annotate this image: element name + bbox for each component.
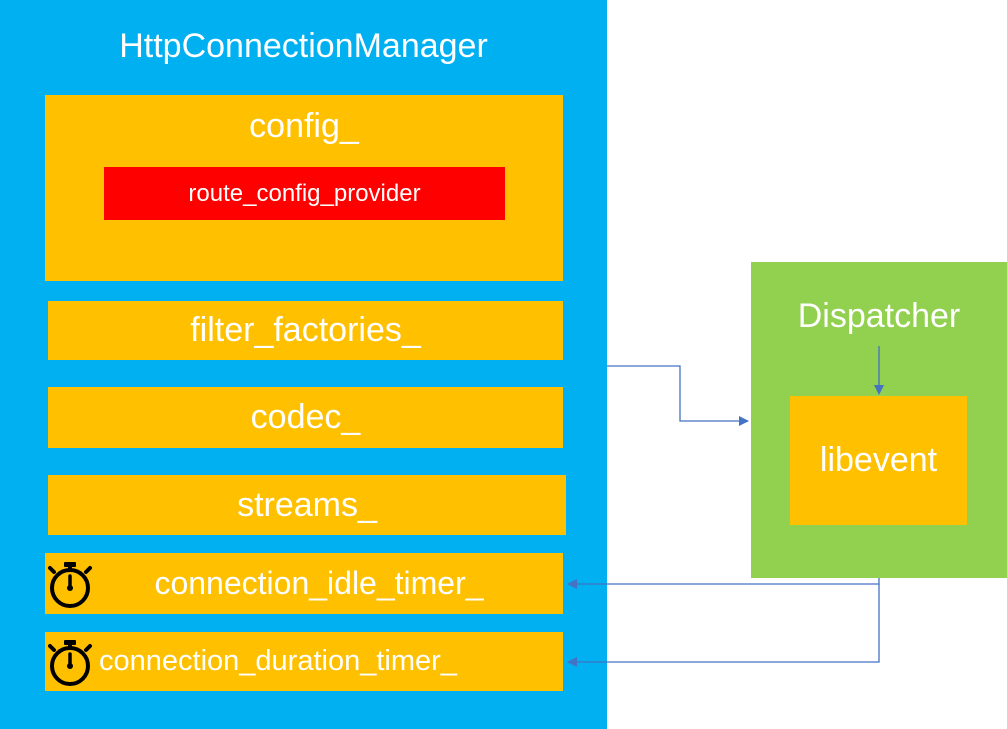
stopwatch-icon bbox=[48, 639, 92, 686]
http-connection-manager-box: HttpConnectionManager config_ route_conf… bbox=[0, 0, 607, 729]
arrow-manager-to-dispatcher bbox=[607, 365, 749, 426]
connection-idle-timer-label: connection_idle_timer_ bbox=[154, 565, 484, 601]
arrow-dispatcher-to-duration-timer bbox=[567, 584, 880, 667]
connection-duration-timer-label: connection_duration_timer_ bbox=[99, 645, 457, 677]
streams-box: streams_ bbox=[48, 475, 566, 535]
connection-duration-timer-box: connection_duration_timer_ bbox=[45, 632, 563, 691]
stopwatch-icon bbox=[48, 561, 92, 608]
codec-box: codec_ bbox=[48, 387, 563, 448]
dispatcher-box: Dispatcher libevent bbox=[751, 262, 1007, 578]
config-box: config_ route_config_provider bbox=[45, 95, 563, 281]
connection-idle-timer-box: connection_idle_timer_ bbox=[45, 553, 563, 614]
dispatcher-title: Dispatcher bbox=[797, 297, 961, 335]
http-connection-manager-title: HttpConnectionManager bbox=[119, 27, 488, 65]
route-config-provider-box: route_config_provider bbox=[104, 167, 505, 220]
libevent-box: libevent bbox=[790, 396, 967, 525]
config-label: config_ bbox=[249, 107, 359, 145]
filter-factories-box: filter_factories_ bbox=[48, 301, 563, 360]
arrow-dispatcher-to-idle-timer bbox=[567, 578, 880, 589]
